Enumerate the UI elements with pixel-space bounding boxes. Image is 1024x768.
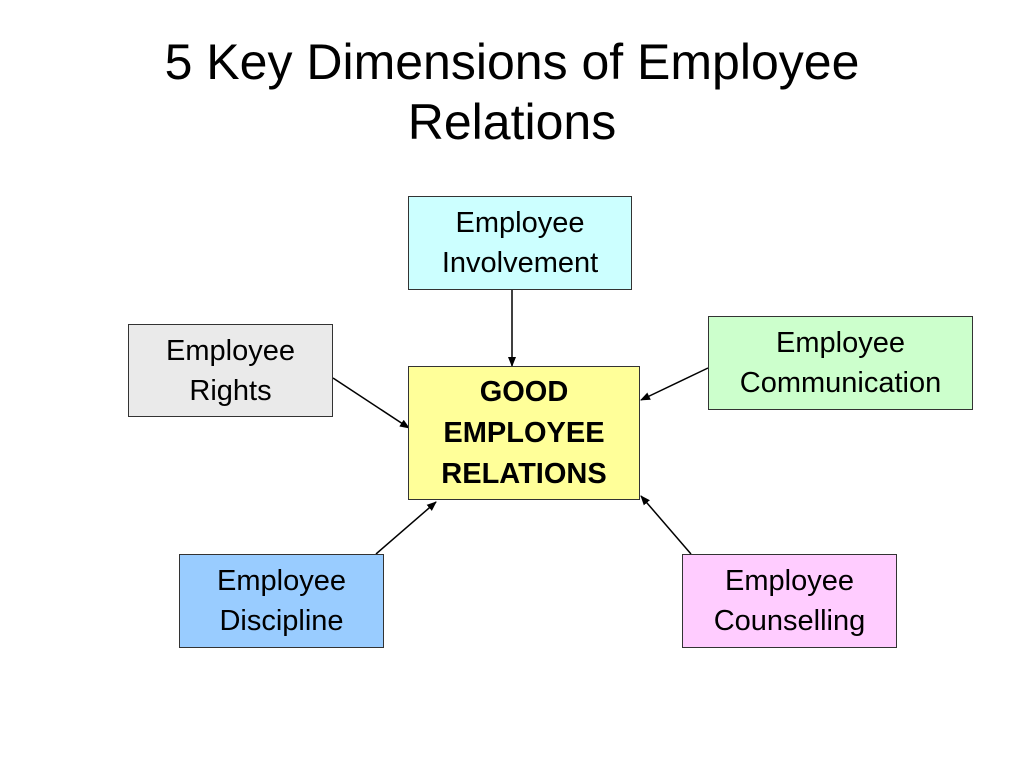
employee-discipline-line-1: Employee xyxy=(217,565,346,597)
good-employee-relations-box: GOOD EMPLOYEE RELATIONS xyxy=(408,366,640,500)
employee-involvement-box: Employee Involvement xyxy=(408,196,632,290)
arrow-rights-to-center xyxy=(332,377,410,429)
employee-counselling-line-1: Employee xyxy=(725,565,854,597)
slide-title-line-2: Relations xyxy=(407,94,617,150)
employee-involvement-line-2: Involvement xyxy=(441,247,599,279)
employee-communication-line-1: Employee xyxy=(776,327,905,359)
employee-discipline-line-2: Discipline xyxy=(219,605,344,637)
center-line-1: GOOD xyxy=(479,375,569,408)
employee-rights-line-2: Rights xyxy=(189,374,272,407)
arrow-counselling-to-center xyxy=(640,495,692,555)
employee-discipline-box: Employee Discipline xyxy=(179,554,384,648)
arrow-discipline-to-center xyxy=(375,501,437,555)
employee-counselling-line-2: Counselling xyxy=(713,605,866,637)
center-line-3: RELATIONS xyxy=(441,457,607,490)
slide-title-line-1: 5 Key Dimensions of Employee xyxy=(164,34,860,90)
arrow-communication-to-center xyxy=(640,367,709,401)
employee-communication-box: Employee Communication xyxy=(708,316,973,410)
center-line-2: EMPLOYEE xyxy=(443,416,605,449)
employee-counselling-box: Employee Counselling xyxy=(682,554,897,648)
slide-title: 5 Key Dimensions of Employee Relations xyxy=(0,32,1024,152)
employee-rights-line-1: Employee xyxy=(166,334,295,367)
employee-communication-line-2: Communication xyxy=(739,367,942,399)
employee-involvement-line-1: Employee xyxy=(455,207,585,239)
employee-rights-box: Employee Rights xyxy=(128,324,333,417)
